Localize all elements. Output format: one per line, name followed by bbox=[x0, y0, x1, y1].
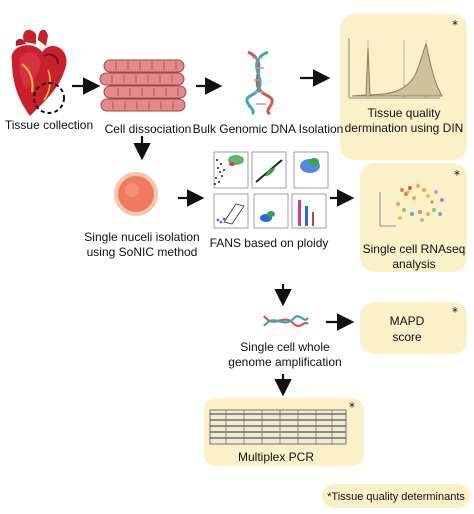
din-marker: * bbox=[452, 18, 458, 32]
label-mapd-line2: score bbox=[392, 330, 422, 344]
label-tissue-collection: Tissue collection bbox=[4, 118, 94, 132]
label-pcr: Multiplex PCR bbox=[237, 450, 315, 464]
label-fans: FANS based on ploidy bbox=[209, 236, 329, 250]
label-wga-line1: Single cell whole bbox=[240, 340, 330, 354]
mapd-box bbox=[360, 302, 467, 354]
din-trace-chart bbox=[348, 38, 443, 99]
fans-plots bbox=[213, 151, 329, 229]
label-cell-dissociation: Cell dissociation bbox=[104, 122, 192, 136]
muscle-fiber-icon bbox=[99, 59, 187, 112]
dna-helix-icon bbox=[245, 50, 274, 116]
rnaseq-box bbox=[360, 163, 467, 272]
label-din-line2: dermination using DIN bbox=[344, 121, 464, 135]
pcr-marker: * bbox=[349, 400, 355, 414]
label-nuclei-line1: Single nuceli isolation bbox=[84, 230, 200, 244]
small-dna-icon bbox=[263, 315, 309, 328]
label-rnaseq-line1: Single cell RNAseq bbox=[362, 242, 466, 256]
pcr-gel-image bbox=[209, 409, 347, 445]
label-nuclei-line2: using SoNIC method bbox=[86, 245, 198, 259]
nucleus-icon bbox=[114, 172, 158, 216]
label-bulk-dna: Bulk Genomic DNA Isolation bbox=[192, 122, 344, 136]
rnaseq-marker: * bbox=[454, 168, 460, 182]
label-rnaseq-line2: analysis bbox=[392, 257, 436, 271]
mapd-marker: * bbox=[452, 305, 458, 319]
label-din-line1: Tissue quality bbox=[367, 106, 441, 120]
footnote-box bbox=[322, 484, 470, 508]
rnaseq-umap-chart bbox=[379, 184, 444, 227]
heart-icon bbox=[11, 29, 67, 116]
flow-arrows bbox=[72, 69, 355, 397]
footnote: *Tissue quality determinants bbox=[327, 491, 465, 503]
label-wga-line2: genome amplification bbox=[228, 355, 342, 369]
label-mapd-line1: MAPD bbox=[389, 314, 425, 328]
